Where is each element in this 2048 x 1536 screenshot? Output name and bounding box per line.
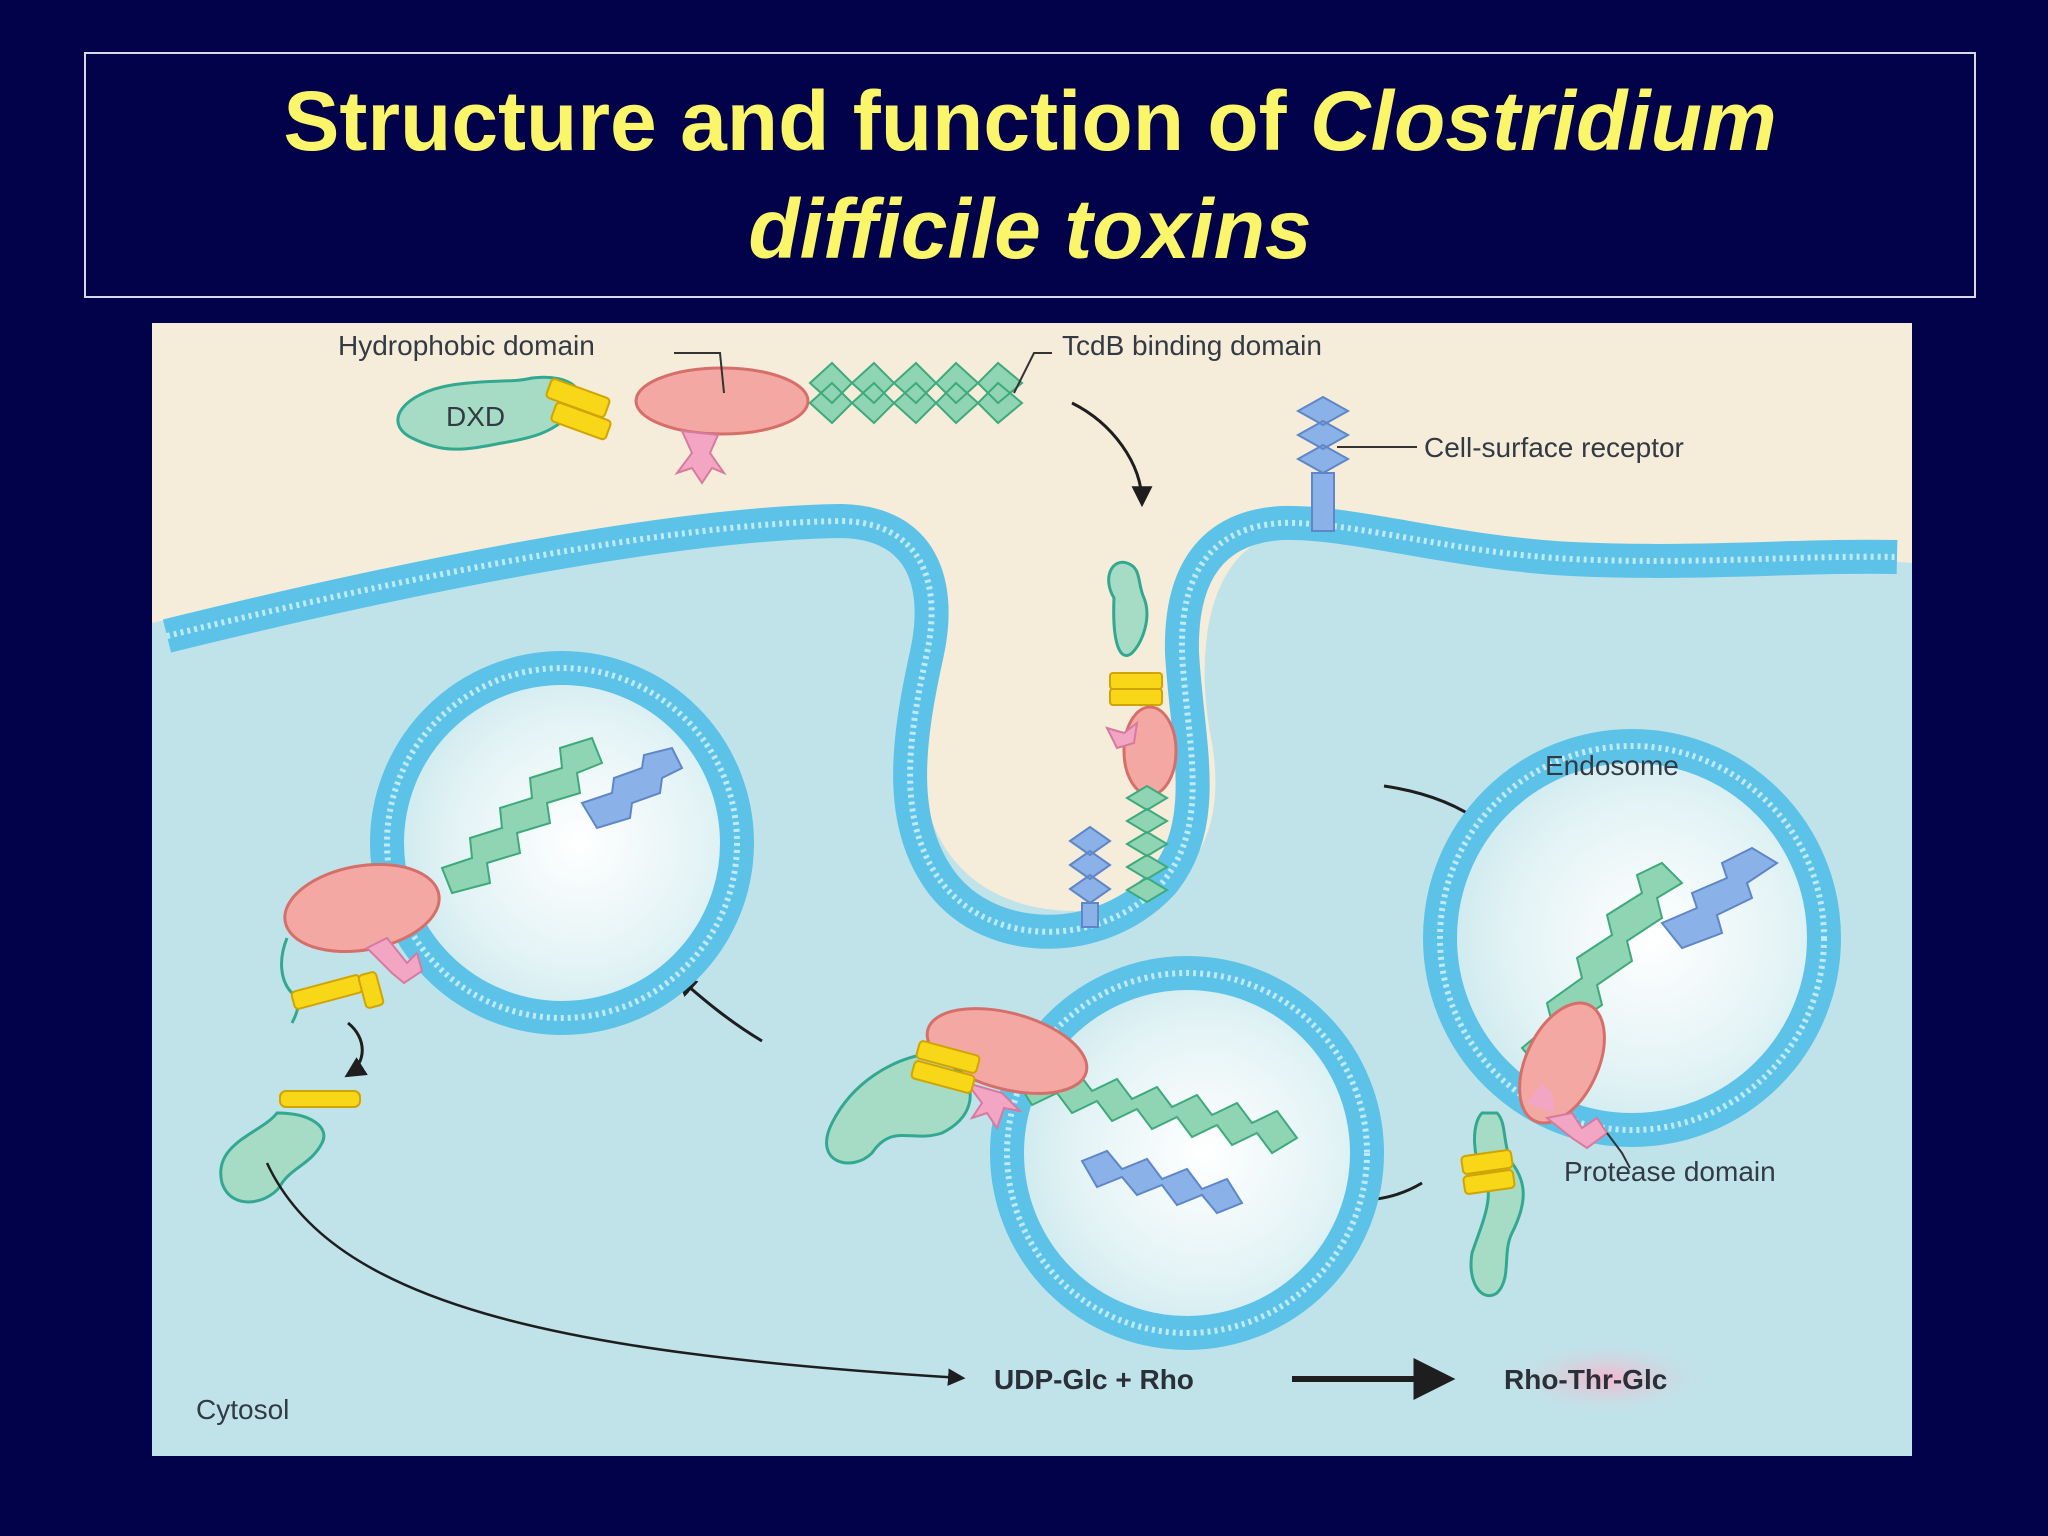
plasma-membrane — [162, 503, 1898, 949]
free-toxin — [396, 361, 1024, 485]
title-italic-species: difficile toxins — [748, 182, 1312, 276]
title-plain-text: Structure and function of — [283, 74, 1310, 168]
endosome-middle — [825, 956, 1384, 1350]
endosome-left — [280, 651, 754, 1035]
tcdb-binding-domain-label: TcdB binding domain — [1062, 330, 1322, 361]
toxin-diagram: Hydrophobic domain TcdB binding domain D… — [152, 323, 1912, 1456]
cell-surface-receptor-label: Cell-surface receptor — [1424, 432, 1684, 463]
reaction-substrates-label: UDP-Glc + Rho — [994, 1364, 1194, 1395]
title-line-2: difficile toxins — [748, 175, 1311, 283]
diagram-svg: Hydrophobic domain TcdB binding domain D… — [152, 323, 1912, 1456]
title-line-1: Structure and function of Clostridium — [283, 67, 1776, 175]
title-box: Structure and function of Clostridium di… — [84, 52, 1976, 298]
cytosol-label: Cytosol — [196, 1394, 289, 1425]
protease-domain-label: Protease domain — [1564, 1156, 1776, 1187]
released-glucosyltransferase — [219, 1090, 361, 1204]
hydrophobic-leader-line — [674, 352, 725, 394]
endocytosis-arrow — [1071, 401, 1153, 508]
hydrophobic-domain-label: Hydrophobic domain — [338, 330, 595, 361]
release-arrow — [344, 1021, 368, 1078]
protease-leader-line — [1606, 1132, 1631, 1169]
title-italic-genus: Clostridium — [1309, 74, 1777, 168]
endosome-label: Endosome — [1545, 750, 1679, 781]
endosome-right — [1423, 729, 1841, 1297]
dxd-label: DXD — [446, 401, 505, 432]
tcdb-leader-line — [1013, 352, 1052, 394]
glucosylation-arrow — [265, 1162, 966, 1386]
product-glow — [1497, 1338, 1717, 1418]
cell-surface-receptor — [1295, 395, 1351, 532]
bound-toxin — [1068, 560, 1178, 928]
reaction-product-label: Rho-Thr-Glc — [1504, 1364, 1667, 1395]
extracellular-region — [152, 323, 1912, 912]
